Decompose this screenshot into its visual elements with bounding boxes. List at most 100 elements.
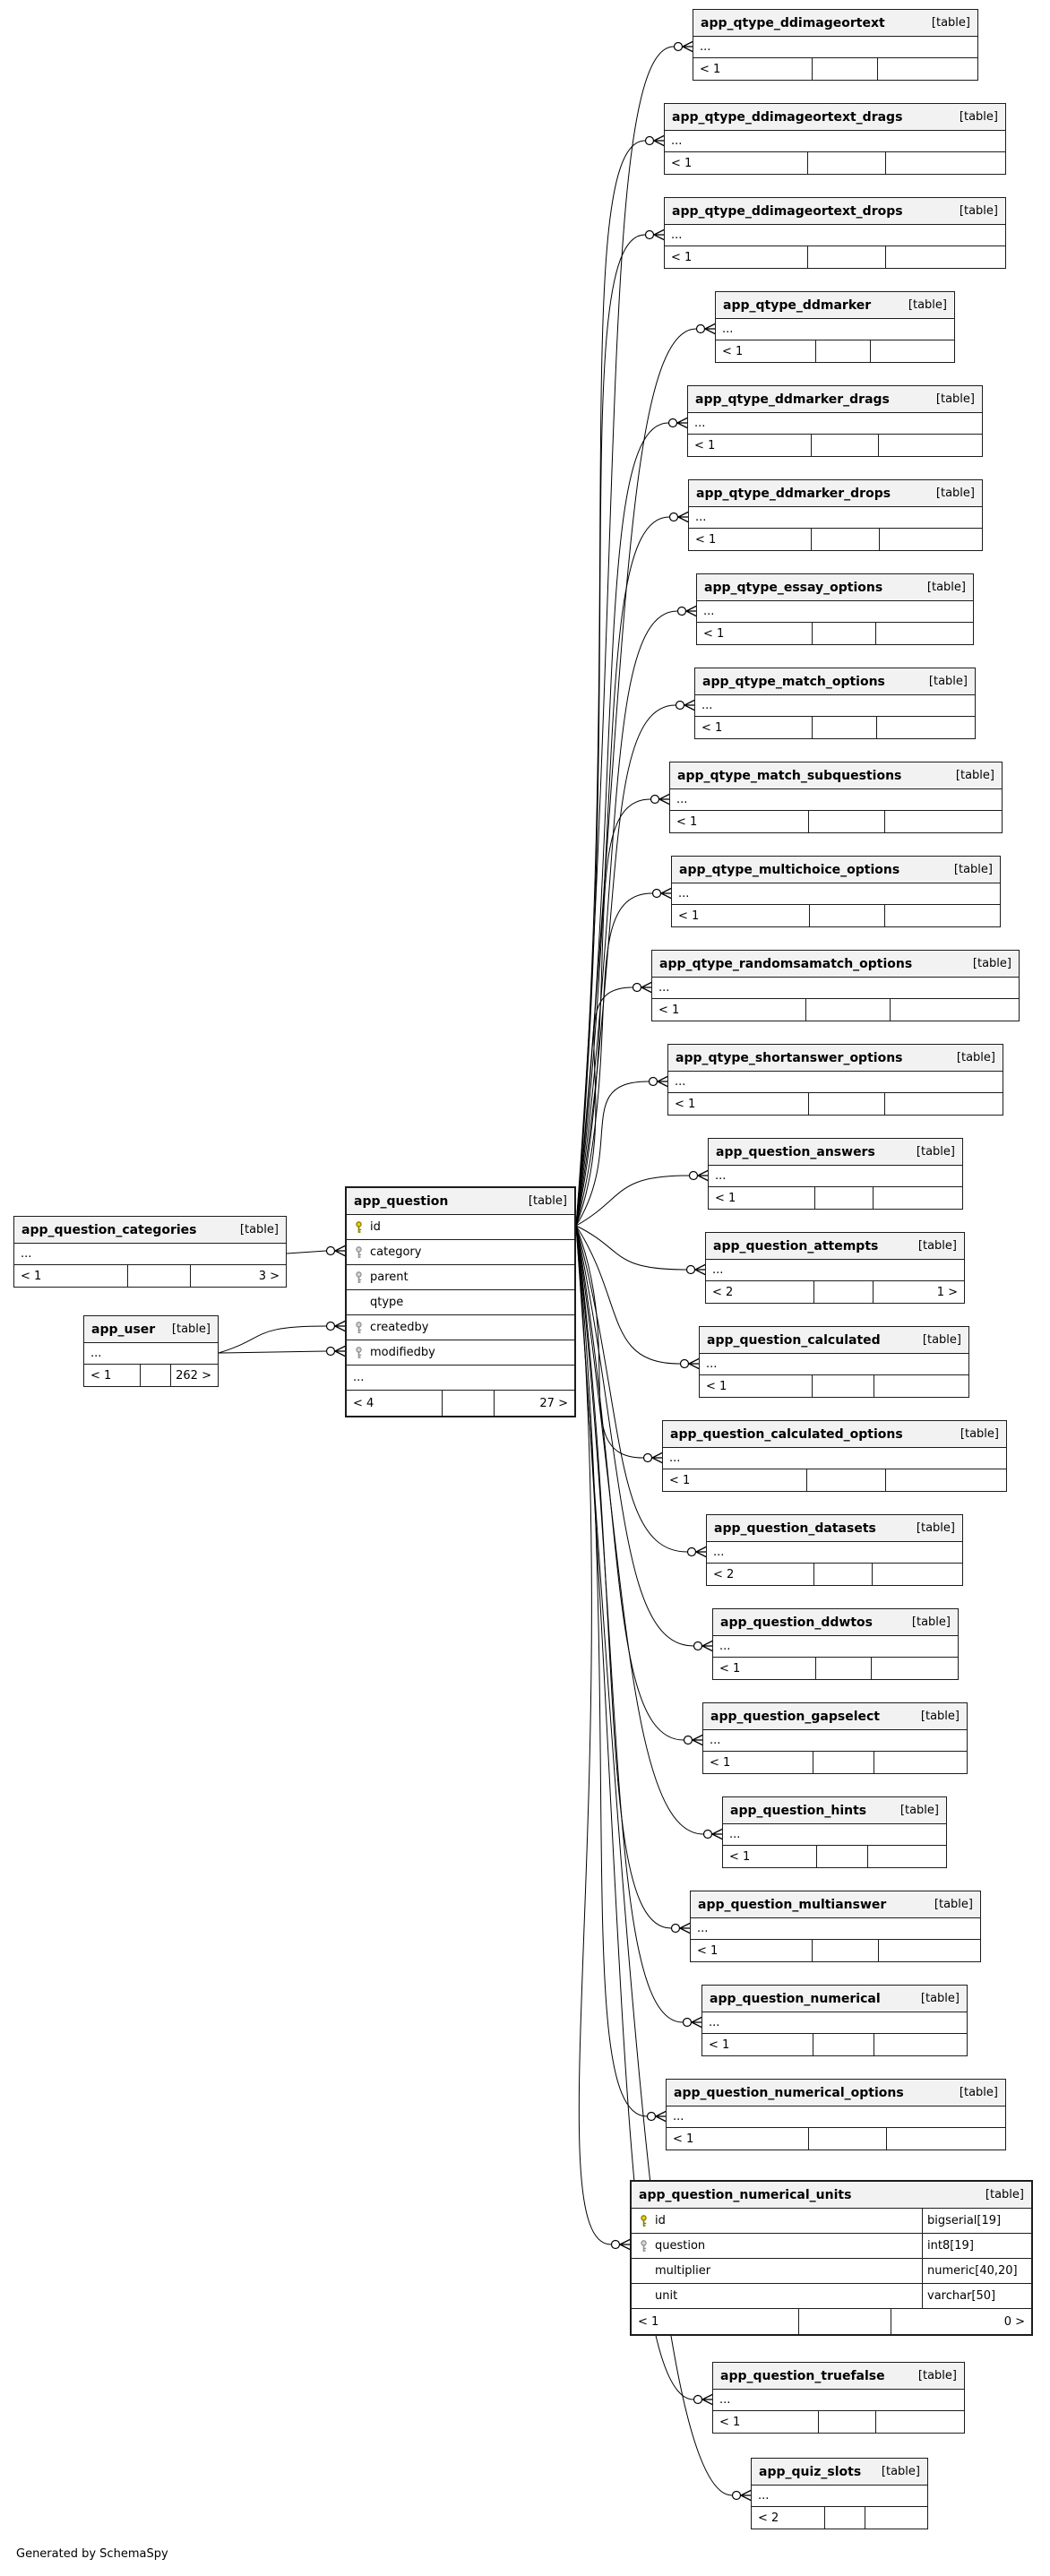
relationship-count-footer: < 1 xyxy=(697,623,973,644)
hidden-columns-row: ... xyxy=(707,1542,962,1564)
table-header: app_question_attempts[table] xyxy=(706,1233,964,1260)
footer-children-count xyxy=(885,905,1000,926)
table-header: app_question_datasets[table] xyxy=(707,1515,962,1542)
table-app_qtype_ddmarker[interactable]: app_qtype_ddmarker[table]...< 1 xyxy=(715,291,955,363)
footer-middle-cell xyxy=(813,58,879,80)
edge-zero-circle xyxy=(686,1546,697,1557)
table-app_question_numerical_options[interactable]: app_question_numerical_options[table]...… xyxy=(666,2079,1006,2150)
footer-parents-count: < 1 xyxy=(84,1365,141,1386)
hidden-columns-row: ... xyxy=(665,131,1005,152)
edge-zero-circle xyxy=(668,512,679,522)
table-app_qtype_match_options[interactable]: app_qtype_match_options[table]...< 1 xyxy=(694,668,976,739)
footer-children-count xyxy=(874,1752,967,1773)
table-app_qtype_ddimageortext_drops[interactable]: app_qtype_ddimageortext_drops[table]...<… xyxy=(664,197,1006,269)
hidden-columns-row: ... xyxy=(672,883,1000,905)
table-app_question_calculated[interactable]: app_question_calculated[table]...< 1 xyxy=(699,1326,969,1398)
table-header: app_question[table] xyxy=(347,1188,574,1215)
edge-zero-circle xyxy=(646,2111,657,2122)
footer-middle-cell xyxy=(825,2507,866,2529)
edge-crowfoot-prong xyxy=(641,986,653,994)
relationship-count-footer: < 1 xyxy=(700,1375,968,1397)
table-app_question_datasets[interactable]: app_question_datasets[table]...< 2 xyxy=(706,1514,963,1586)
footer-parents-count: < 1 xyxy=(709,1187,815,1209)
table-app_question_multianswer[interactable]: app_question_multianswer[table]...< 1 xyxy=(690,1891,981,1962)
footer-middle-cell xyxy=(813,717,877,738)
table-name: app_question_categories xyxy=(22,1222,197,1237)
edge-crowfoot-prong xyxy=(685,605,698,612)
edge-crowfoot-prong xyxy=(695,1551,708,1558)
edge-crowfoot-prong xyxy=(704,328,717,335)
table-header: app_question_gapselect[table] xyxy=(703,1703,967,1730)
relationship-count-footer: < 1 xyxy=(672,905,1000,926)
table-name: app_qtype_match_options xyxy=(702,674,885,689)
table-app_question_numerical[interactable]: app_question_numerical[table]...< 1 xyxy=(701,1985,968,2056)
footer-parents-count: < 1 xyxy=(716,340,816,362)
edge-app_question-to-app_question_numerical xyxy=(575,1225,684,2023)
table-app_quiz_slots[interactable]: app_quiz_slots[table]...< 2 xyxy=(751,2458,928,2529)
edge-crowfoot-prong xyxy=(694,1269,707,1276)
footer-children-count xyxy=(878,58,977,80)
table-name: app_question_numerical xyxy=(710,1991,881,2006)
table-name: app_qtype_match_subquestions xyxy=(677,768,902,783)
table-name: app_question_calculated_options xyxy=(670,1426,903,1442)
table-app_qtype_ddmarker_drags[interactable]: app_qtype_ddmarker_drags[table]...< 1 xyxy=(687,385,983,457)
table-app_qtype_multichoice_options[interactable]: app_qtype_multichoice_options[table]...<… xyxy=(671,856,1001,927)
hidden-columns-row: ... xyxy=(688,413,982,435)
edge-crowfoot-prong xyxy=(682,40,694,47)
table-name: app_question_gapselect xyxy=(710,1709,880,1724)
table-app_qtype_ddimageortext_drags[interactable]: app_qtype_ddimageortext_drags[table]...<… xyxy=(664,103,1006,175)
column-type: int8[19] xyxy=(922,2234,1031,2258)
table-type-badge: [table] xyxy=(953,863,993,876)
table-type-badge: [table] xyxy=(528,1194,567,1208)
foreign-key-icon xyxy=(347,1245,370,1259)
table-app_question_answers[interactable]: app_question_answers[table]...< 1 xyxy=(708,1138,963,1210)
edge-crowfoot-prong xyxy=(701,1645,714,1652)
footer-children-count xyxy=(865,2507,927,2529)
edge-crowfoot-prong xyxy=(711,1828,724,1835)
edge-zero-circle xyxy=(693,2394,703,2405)
edge-crowfoot-prong xyxy=(711,1833,724,1840)
table-app_question_hints[interactable]: app_question_hints[table]...< 1 xyxy=(722,1796,947,1868)
foreign-key-icon xyxy=(347,1321,370,1334)
table-app_question_gapselect[interactable]: app_question_gapselect[table]...< 1 xyxy=(702,1702,968,1774)
table-app_qtype_shortanswer_options[interactable]: app_qtype_shortanswer_options[table]...<… xyxy=(667,1044,1003,1116)
hidden-columns-row: ... xyxy=(663,1448,1006,1469)
column-row-id: id xyxy=(347,1215,574,1240)
relationship-count-footer: < 2 xyxy=(707,1564,962,1585)
relationship-count-footer: < 2 xyxy=(752,2507,927,2529)
table-type-badge: [table] xyxy=(931,16,970,30)
edge-zero-circle xyxy=(682,2017,693,2028)
footer-middle-cell xyxy=(819,2411,876,2433)
table-type-badge: [table] xyxy=(917,1239,957,1253)
table-app_qtype_randomsamatch_options[interactable]: app_qtype_randomsamatch_options[table]..… xyxy=(651,950,1020,1021)
column-name: question xyxy=(655,2239,706,2253)
edge-crowfoot-prong xyxy=(676,422,689,429)
edge-app_question-to-app_question_attempts xyxy=(575,1225,687,1271)
edge-crowfoot-prong xyxy=(701,1640,714,1647)
table-app_qtype_match_subquestions[interactable]: app_qtype_match_subquestions[table]...< … xyxy=(669,762,1003,833)
table-app_qtype_essay_options[interactable]: app_qtype_essay_options[table]...< 1 xyxy=(696,573,974,645)
footer-middle-cell xyxy=(812,529,880,550)
footer-children-count: 262 > xyxy=(176,1368,211,1383)
table-app_qtype_ddmarker_drops[interactable]: app_qtype_ddmarker_drops[table]...< 1 xyxy=(688,479,983,551)
column-name: id xyxy=(655,2214,666,2227)
table-app_question_ddwtos[interactable]: app_question_ddwtos[table]...< 1 xyxy=(712,1608,959,1680)
table-type-badge: [table] xyxy=(899,1804,939,1817)
table-type-badge: [table] xyxy=(972,957,1011,970)
table-app_question_calculated_options[interactable]: app_question_calculated_options[table]..… xyxy=(662,1420,1007,1492)
footer-parents-count: < 1 xyxy=(14,1265,129,1287)
relationship-count-footer: < 1 xyxy=(668,1093,1003,1115)
edge-app_question-to-app_qtype_match_options xyxy=(575,704,676,1227)
table-app_qtype_ddimageortext[interactable]: app_qtype_ddimageortext[table]...< 1 xyxy=(693,9,978,81)
footer-children-count xyxy=(886,246,1005,268)
edge-crowfoot-prong xyxy=(684,704,696,711)
table-app_question_truefalse[interactable]: app_question_truefalse[table]...< 1 xyxy=(712,2362,965,2434)
footer-parents-count: < 1 xyxy=(652,999,806,1021)
hidden-columns-row: ... xyxy=(84,1343,218,1365)
